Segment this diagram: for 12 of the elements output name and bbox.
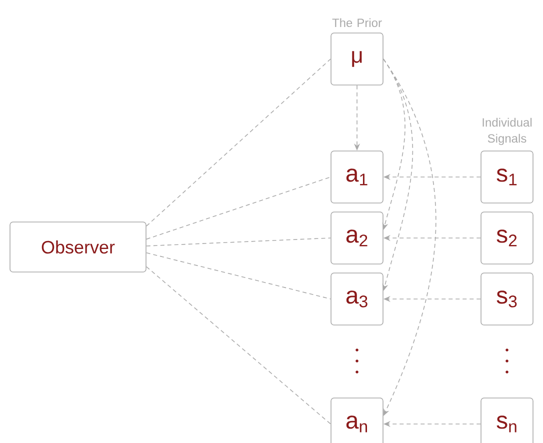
variable-box: a$_{1}$ [330,150,384,204]
node-caption: The Prior [332,18,382,28]
variable-box: s$_{2}$ [480,212,534,264]
variable-box: μ [330,32,384,86]
variable-box: s$_{3}$ [480,272,534,326]
variable-box: a$_{n}$ [330,398,384,443]
variable-box: s$_{1}$ [480,150,534,204]
variable-box: s$_{n}$ [480,398,534,443]
node-caption: Individual Signals [482,118,532,146]
variable-box: a$_{2}$ [330,212,384,264]
observer-box: Observer [10,222,146,272]
variable-box: a$_{3}$ [330,272,384,326]
